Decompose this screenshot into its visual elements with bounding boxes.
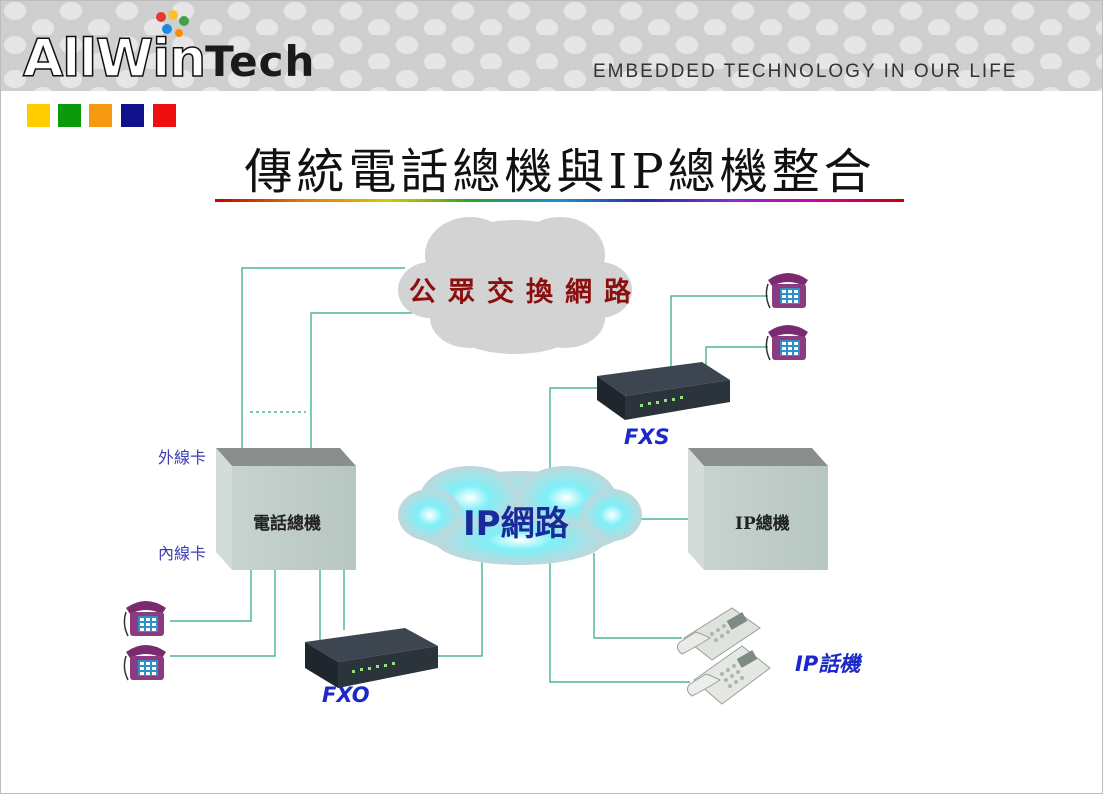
line-pbx-phone-2: [170, 566, 276, 657]
company-logo: AllWinTech: [22, 28, 316, 90]
line-pbx-phone-1: [170, 566, 252, 622]
telephone-icon-2: [123, 645, 166, 681]
pstn-cloud-label: 公眾交換網路: [409, 277, 643, 308]
swatch-navy: [121, 104, 144, 127]
header-dot-pattern: [1, 1, 1102, 91]
pbx-box-label: 電話總機: [253, 514, 321, 534]
telephone-icon-4: [765, 325, 808, 361]
line-fxo-ip: [438, 560, 483, 657]
ip-phone-icon-1: [676, 607, 761, 661]
ip-pbx-box: [688, 448, 828, 570]
fxs-gateway-icon: [597, 362, 730, 420]
fxo-label: FXO: [322, 683, 370, 707]
line-fxs-phone-2: [705, 346, 768, 372]
line-pbx-pstn-1: [241, 267, 405, 448]
logo-dots-icon: [156, 10, 189, 37]
line-card-label: 內線卡: [158, 544, 207, 563]
swatch-green: [58, 104, 81, 127]
ip-cloud-label: IP網路: [463, 504, 569, 544]
slide-title: 傳統電話總機與IP總機整合: [244, 144, 876, 200]
title-rainbow-rule: [215, 199, 904, 202]
swatch-red: [153, 104, 176, 127]
ip-cloud-icon: [398, 466, 642, 565]
ip-phone-label: IP話機: [795, 652, 861, 676]
telephone-icon-1: [123, 601, 166, 637]
fxo-gateway-icon: [305, 628, 438, 688]
connection-lines: [170, 267, 768, 683]
line-fxs-phone-1: [670, 295, 768, 366]
trunk-card-label: 外線卡: [158, 448, 207, 467]
ip-pbx-box-label: IP總機: [735, 514, 790, 534]
fxs-label: FXS: [624, 425, 670, 449]
company-tagline: EMBEDDED TECHNOLOGY IN OUR LIFE: [593, 61, 1018, 82]
line-ip-ipphone-1: [593, 553, 682, 639]
line-ip-fxs: [549, 387, 597, 470]
pstn-cloud-icon: [398, 217, 632, 354]
pbx-box: [216, 448, 356, 570]
line-ip-ipphone-2: [549, 560, 690, 683]
swatch-orange: [89, 104, 112, 127]
ip-phone-icon-2: [686, 645, 771, 705]
header-band: AllWinTech EMBEDDED TECHNOLOGY IN OUR LI…: [1, 1, 1102, 91]
telephone-icon-3: [765, 273, 808, 309]
line-pbx-pstn-2: [310, 312, 412, 448]
swatch-yellow: [27, 104, 50, 127]
